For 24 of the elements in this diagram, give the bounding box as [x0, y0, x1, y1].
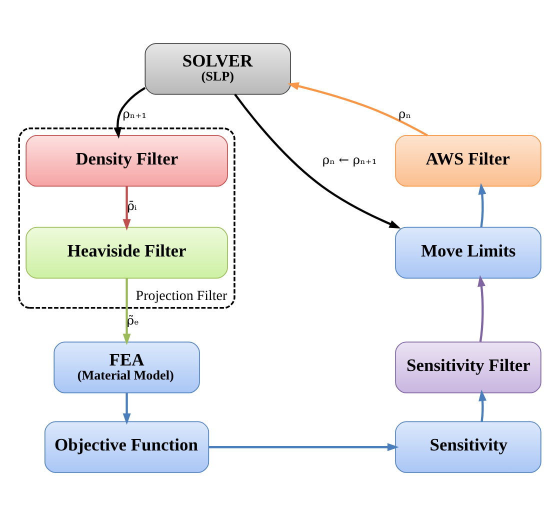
- arrow: [208, 443, 399, 452]
- arrow: [478, 390, 487, 422]
- node-box: Heaviside Filter: [26, 226, 228, 279]
- node-box: AWS Filter: [395, 135, 542, 187]
- node-box: Sensitivity Filter: [395, 342, 542, 394]
- edge-label: ρ̄ᵢ: [127, 199, 137, 214]
- arrow: [287, 82, 428, 136]
- node-box: Density Filter: [26, 135, 228, 187]
- edge-label: ρₙ₊₁: [122, 107, 147, 122]
- node-box: FEA (Material Model): [54, 342, 200, 394]
- node-box: SOLVER (SLP): [144, 43, 291, 95]
- arrow: [478, 183, 486, 228]
- arrow: [478, 275, 486, 342]
- node-box: Objective Function: [44, 421, 210, 473]
- arrow: [122, 392, 131, 425]
- arrow: [122, 278, 131, 346]
- edge-label: ρₙ ← ρₙ₊₁: [322, 153, 377, 168]
- edge-label: ρ̃ₑ: [126, 314, 139, 328]
- edge-label: ρₙ: [398, 107, 412, 122]
- arrow: [114, 87, 146, 139]
- arrow: [122, 186, 131, 231]
- node-box: Sensitivity: [395, 421, 542, 473]
- arrow: [234, 94, 401, 229]
- node-box: Move Limits: [395, 226, 542, 279]
